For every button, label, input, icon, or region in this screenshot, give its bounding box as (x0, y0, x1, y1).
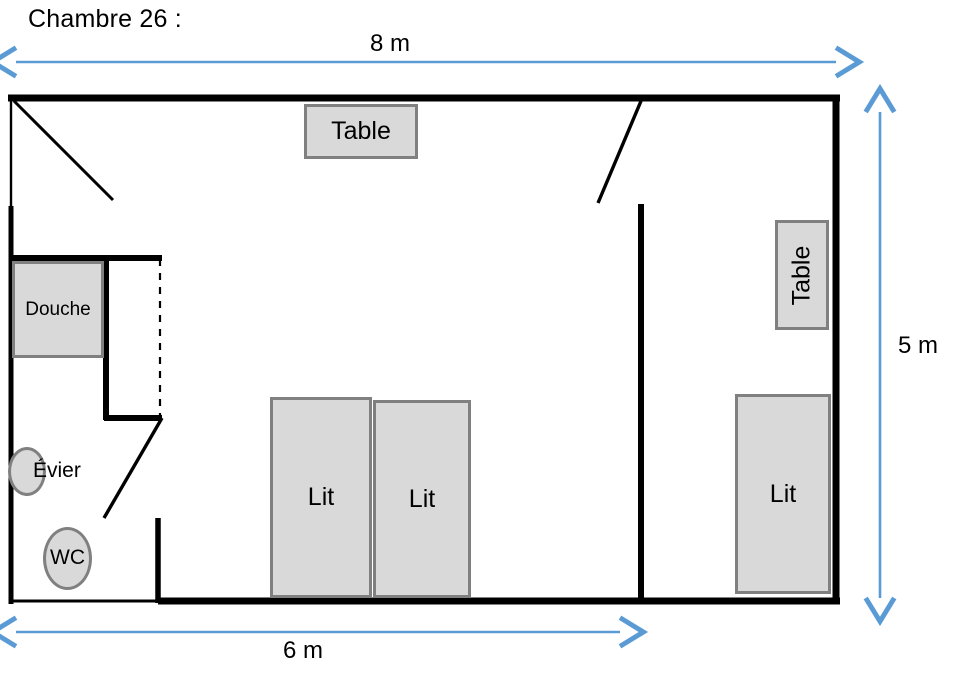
dimension-label-top: 8 m (365, 30, 416, 58)
furniture-bed-right-label: Lit (769, 479, 797, 508)
furniture-table-top-label: Table (331, 117, 391, 145)
dimension-label-right: 5 m (893, 332, 944, 360)
furniture-table-top[interactable]: Table (304, 104, 418, 159)
furniture-shower-label: Douche (25, 299, 91, 320)
furniture-shower[interactable]: Douche (12, 261, 104, 358)
furniture-bed-middle-label: Lit (408, 484, 436, 513)
furniture-bed-left[interactable]: Lit (270, 397, 372, 598)
page-title: Chambre 26 : (28, 5, 182, 33)
door-leaf-top-right (596, 100, 643, 204)
furniture-table-right-label: Table (787, 245, 816, 305)
fixture-sink-oval[interactable] (8, 447, 46, 496)
door-leaf-bathroom (102, 417, 164, 519)
furniture-bed-right[interactable]: Lit (735, 394, 831, 594)
furniture-bed-left-label: Lit (307, 483, 335, 511)
fixture-toilet-label: WC (50, 546, 85, 569)
furniture-table-right[interactable]: Table (775, 220, 829, 330)
door-leaf-top-left (12, 99, 115, 202)
fixture-sink-label: Évier (33, 459, 81, 482)
dimension-label-bottom: 6 m (278, 637, 329, 665)
furniture-bed-middle[interactable]: Lit (373, 400, 471, 598)
fixture-toilet-oval[interactable] (43, 527, 92, 590)
